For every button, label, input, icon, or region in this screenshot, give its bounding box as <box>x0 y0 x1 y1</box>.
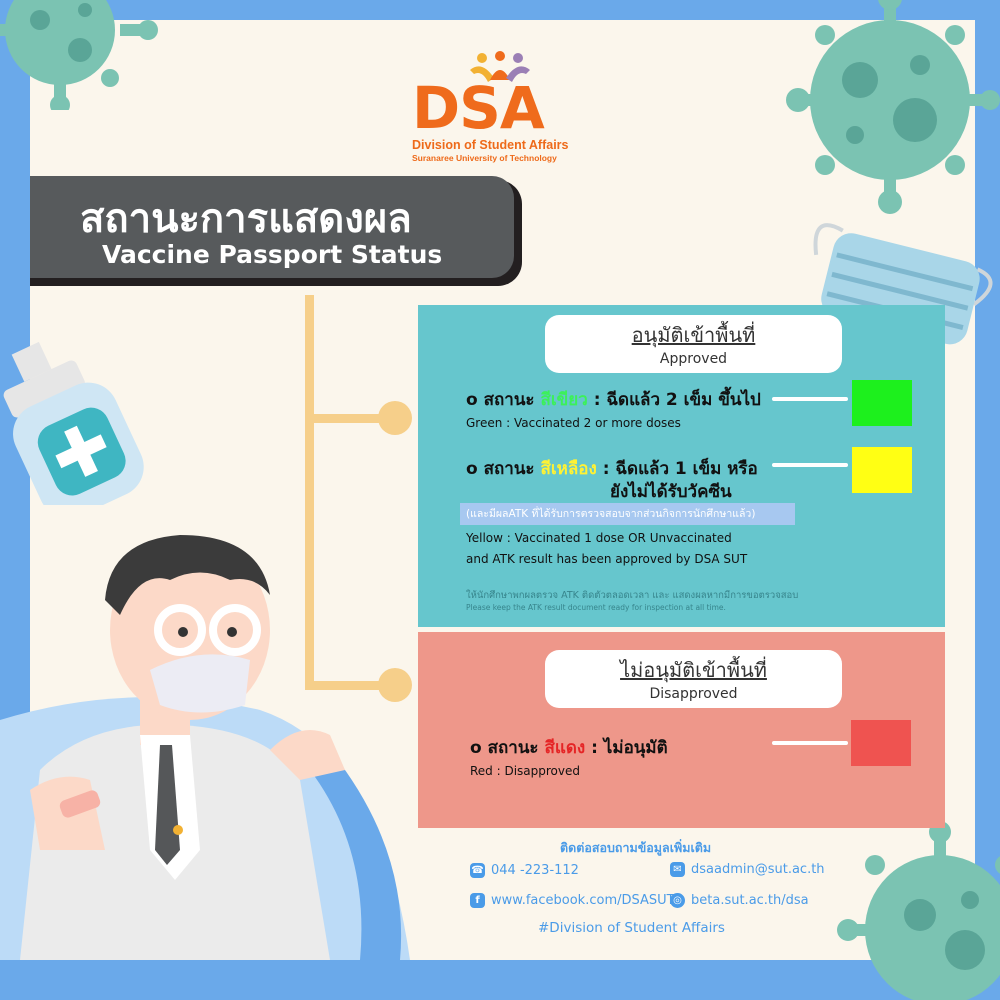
approved-heading-thai: อนุมัติเข้าพื้นที่ <box>631 323 756 347</box>
yellow-status-english-line2: and ATK result has been approved by DSA … <box>466 552 748 566</box>
red-status-english: Red : Disapproved <box>470 764 580 778</box>
disapproved-heading-pill: ไม่อนุมัติเข้าพื้นที่ Disapproved <box>545 650 842 708</box>
yellow-swatch <box>852 447 912 493</box>
atk-note: (และมีผลATK ที่ได้รับการตรวจสอบจากส่วนกิ… <box>460 503 795 525</box>
sanitizer-bottle-illustration <box>3 341 144 505</box>
green-status-english: Green : Vaccinated 2 or more doses <box>466 416 681 430</box>
red-status-suffix: : ไม่อนุมัติ <box>585 738 668 758</box>
yellow-status-color-word: สีเหลือง <box>540 459 597 479</box>
green-status-color-word: สีเขียว <box>540 390 588 410</box>
disapproved-heading-english: Disapproved <box>649 686 738 702</box>
atk-reminder-english: Please keep the ATK result document read… <box>466 603 726 612</box>
logo-university-name: Suranaree University of Technology <box>412 153 557 163</box>
red-swatch <box>851 720 911 766</box>
title-banner <box>30 176 514 278</box>
person-illustration <box>0 535 410 960</box>
contact-website[interactable]: ◎ beta.sut.ac.th/dsa <box>670 893 809 908</box>
logo-wordmark: DSA <box>412 74 545 142</box>
approved-heading-english: Approved <box>659 351 728 367</box>
globe-icon: ◎ <box>670 893 685 908</box>
yellow-indicator-line <box>772 463 848 467</box>
facebook-icon: f <box>470 893 485 908</box>
contact-website-text: beta.sut.ac.th/dsa <box>691 893 809 908</box>
green-swatch <box>852 380 912 426</box>
connector-approved <box>305 414 390 423</box>
green-indicator-line <box>772 397 848 401</box>
title-english: Vaccine Passport Status <box>102 240 443 269</box>
red-status-thai: o สถานะ สีแดง : ไม่อนุมัติ <box>470 734 668 761</box>
connector-disapproved <box>305 681 390 690</box>
red-indicator-line <box>772 741 848 745</box>
yellow-status-english-line1: Yellow : Vaccinated 1 dose OR Unvaccinat… <box>466 531 732 545</box>
contact-facebook-text: www.facebook.com/DSASUT <box>491 893 675 908</box>
connector-dot-disapproved <box>378 668 412 702</box>
dsa-logo: DSA Division of Student Affairs Suranare… <box>412 50 592 165</box>
title-thai: สถานะการแสดงผล <box>80 196 412 242</box>
green-status-thai: o สถานะ สีเขียว : ฉีดแล้ว 2 เข็ม ขึ้นไป <box>466 386 761 413</box>
connector-dot-approved <box>378 401 412 435</box>
yellow-status-prefix: o สถานะ <box>466 459 541 479</box>
green-status-prefix: o สถานะ <box>466 390 541 410</box>
virus-decoration-bottom-right <box>837 821 1000 1000</box>
approved-heading-pill: อนุมัติเข้าพื้นที่ Approved <box>545 315 842 373</box>
atk-reminder-thai: ให้นักศึกษาพกผลตรวจ ATK ติดตัวตลอดเวลา แ… <box>466 590 799 601</box>
phone-icon: ☎ <box>470 863 485 878</box>
green-status-suffix: : ฉีดแล้ว 2 เข็ม ขึ้นไป <box>587 390 761 410</box>
contact-email-text: dsaadmin@sut.ac.th <box>691 862 825 877</box>
virus-decoration-top-left <box>0 0 158 110</box>
yellow-status-suffix: : ฉีดแล้ว 1 เข็ม หรือ <box>596 459 758 479</box>
yellow-status-thai-line2: ยังไม่ได้รับวัคซีน <box>610 482 732 502</box>
yellow-status-thai: o สถานะ สีเหลือง : ฉีดแล้ว 1 เข็ม หรือ <box>466 455 758 482</box>
email-icon: ✉ <box>670 862 685 877</box>
connector-vertical <box>305 295 314 690</box>
logo-division-name: Division of Student Affairs <box>412 138 569 152</box>
red-status-color-word: สีแดง <box>544 738 586 758</box>
disapproved-heading-thai: ไม่อนุมัติเข้าพื้นที่ <box>620 658 767 682</box>
contact-phone[interactable]: ☎ 044 -223-112 <box>470 863 579 878</box>
contact-phone-text: 044 -223-112 <box>491 863 579 878</box>
contact-email[interactable]: ✉ dsaadmin@sut.ac.th <box>670 862 825 877</box>
logo-people-icon <box>470 51 530 82</box>
red-status-prefix: o สถานะ <box>470 738 545 758</box>
contact-facebook[interactable]: f www.facebook.com/DSASUT <box>470 893 675 908</box>
bottom-border <box>0 960 1000 1000</box>
virus-decoration-top-right <box>786 0 1000 214</box>
hashtag: #Division of Student Affairs <box>538 920 725 936</box>
contact-title: ติดต่อสอบถามข้อมูลเพิ่มเติม <box>560 840 712 855</box>
